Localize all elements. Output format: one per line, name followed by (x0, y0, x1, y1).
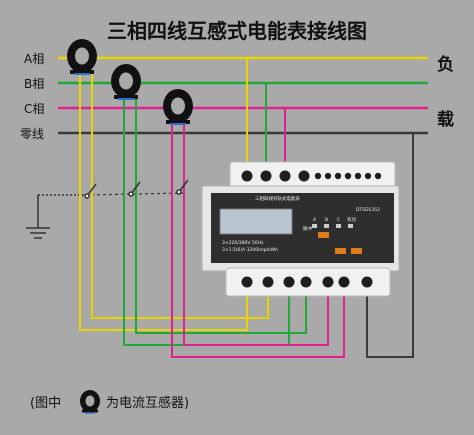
line-label-c: C相 (24, 102, 44, 116)
meter-leds (312, 224, 353, 228)
wire-a-ct-s2 (91, 72, 269, 319)
diagram-title: 三相四线互感式电能表接线图 (107, 19, 367, 43)
meter-pulse-label: 脉冲 (303, 225, 312, 232)
wire-a-ct-s1 (79, 72, 248, 331)
meter-model: DTSD1352 (356, 207, 380, 213)
bus-lines (58, 56, 428, 135)
meter-indicator-b: B (325, 217, 328, 223)
line-label-neutral: 零线 (20, 127, 44, 141)
meter-spec-line1: 3×220/380V 50Hz (222, 240, 264, 246)
meter-buttons (318, 232, 362, 254)
load-label-bottom: 载 (437, 109, 454, 130)
line-label-b: B相 (24, 77, 44, 91)
caption-prefix: (图中 (30, 396, 61, 411)
wire-neutral (366, 133, 414, 358)
ct-a (67, 39, 97, 75)
meter-indicator-active: 有功 (347, 216, 356, 223)
caption-ct-icon (80, 390, 100, 414)
meter-lcd (219, 208, 293, 235)
wire-c-ct-s2 (183, 122, 329, 346)
wires-a (79, 58, 269, 331)
meter-indicator-a: A (313, 217, 317, 223)
meter-indicator-c: C (337, 217, 340, 223)
wire-b-ct-s2 (135, 97, 307, 334)
wire-c-ct-s1 (171, 122, 345, 358)
ct-c (163, 89, 193, 125)
ct-b (111, 64, 141, 100)
line-label-a: A相 (24, 52, 44, 66)
wires-c (171, 108, 345, 358)
caption-suffix: 为电流互感器) (106, 395, 189, 411)
ground-symbol (26, 194, 85, 239)
energy-meter: 三相四线导轨式电能表 3×220/380V 50Hz 3×1.5(6)A 320… (201, 161, 400, 297)
switches (84, 179, 189, 199)
meter-spec-line2: 3×1.5(6)A 3200imp/kWh (222, 247, 278, 253)
meter-panel-title: 三相四线导轨式电能表 (255, 195, 300, 202)
load-label-top: 负 (437, 54, 454, 75)
